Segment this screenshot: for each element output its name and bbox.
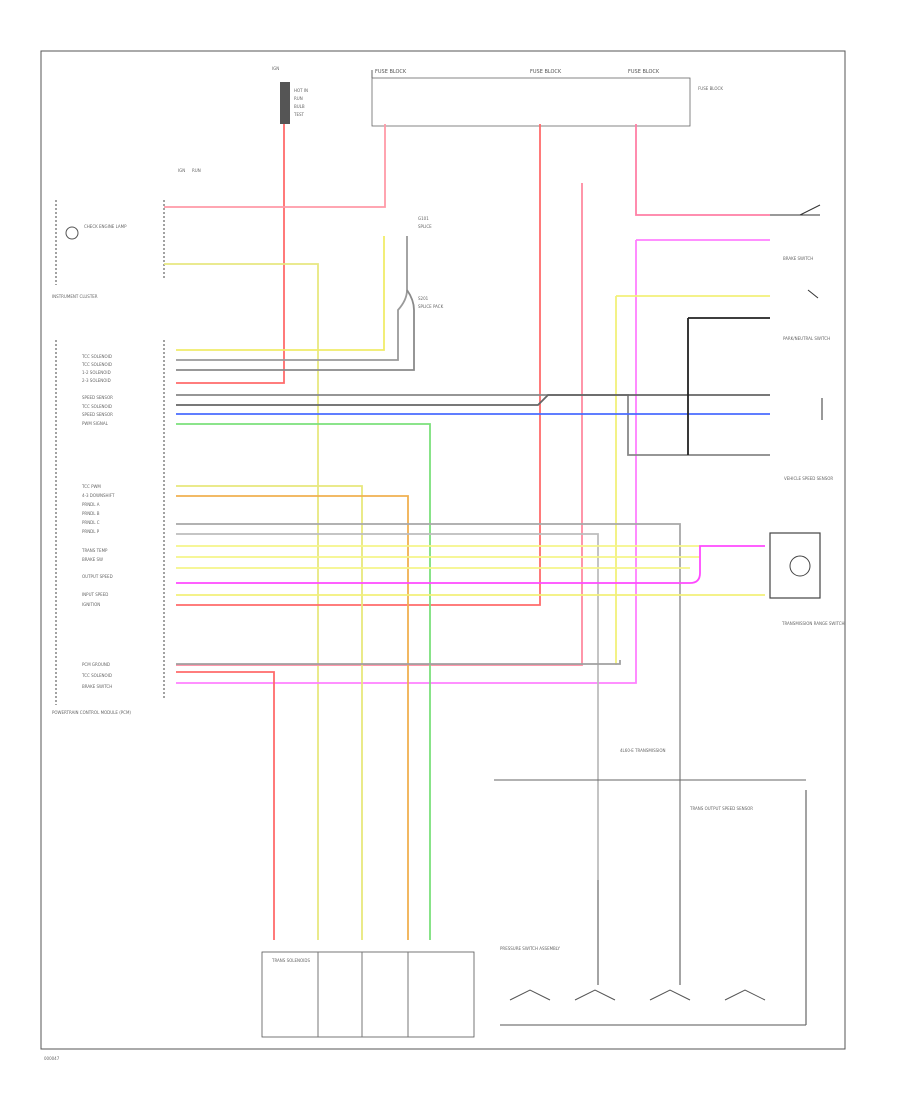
fuse-label-3: FUSE BLOCK	[628, 69, 660, 75]
wire-grey-trunk-2	[176, 289, 415, 371]
wire-grey-h2	[176, 394, 770, 406]
pressure-switch-assembly: PRESSURE SWITCH ASSEMBLY	[500, 790, 807, 1026]
pin-label: PCM GROUND	[82, 662, 110, 667]
wire-grey-bottom	[176, 660, 621, 665]
svg-text:TEST: TEST	[293, 112, 305, 117]
solenoid-label: TRANS SOLENOIDS	[271, 958, 310, 963]
pin-label: TCC SOLENOID	[81, 673, 112, 678]
pin-label: 1-2 SOLENOID	[82, 370, 111, 375]
trans-range-label: TRANSMISSION RANGE SWITCH	[781, 621, 845, 626]
fuse-block-label: FUSE BLOCK	[698, 86, 723, 91]
vss-label: VEHICLE SPEED SENSOR	[784, 476, 833, 481]
instrument-cluster: CHECK ENGINE LAMP INSTRUMENT CLUSTER IGN…	[52, 168, 201, 299]
pin-label: OUTPUT SPEED	[82, 574, 113, 579]
pressure-switch-label: PRESSURE SWITCH ASSEMBLY	[500, 946, 560, 951]
svg-text:SPLICE PACK: SPLICE PACK	[418, 304, 444, 309]
svg-text:HOT IN: HOT IN	[294, 88, 308, 93]
trans-solenoids: TRANS SOLENOIDS	[261, 951, 475, 1038]
wire-pink-cluster	[164, 124, 386, 208]
pin-label: 2-3 SOLENOID	[82, 378, 111, 383]
park-neutral-switch: PARK/NEUTRAL SWITCH	[783, 289, 830, 341]
wire-yellow-splice	[176, 236, 385, 351]
park-neutral-label: PARK/NEUTRAL SWITCH	[783, 336, 830, 341]
output-sensor-label: TRANS OUTPUT SPEED SENSOR	[689, 806, 753, 811]
pcm-pins-top: TCC SOLENOID TCC SOLENOID 1-2 SOLENOID 2…	[81, 354, 113, 426]
transmission-label: 4L60-E TRANSMISSION TRANS OUTPUT SPEED S…	[494, 748, 806, 811]
pin-label: PRNDL A	[82, 502, 100, 507]
pin-label: TCC SOLENOID	[81, 362, 112, 367]
wire-black-right	[687, 317, 770, 455]
wire-orange	[176, 495, 409, 940]
pin-label: SPEED SENSOR	[82, 395, 113, 400]
pin-label: SPEED SENSOR	[82, 412, 113, 417]
svg-text:SPLICE: SPLICE	[418, 224, 432, 229]
pin-label: INPUT SPEED	[82, 592, 108, 597]
pcm-pins-mid: TCC PWM 4-3 DOWNSHIFT PRNDL A PRNDL B PR…	[81, 484, 115, 607]
svg-text:G101: G101	[418, 216, 429, 221]
svg-text:IGN: IGN	[272, 66, 279, 71]
pin-label: TRANS TEMP	[81, 548, 108, 553]
pin-label: TCC SOLENOID	[81, 354, 112, 359]
splice-label: G101 SPLICE S201 SPLICE PACK	[418, 216, 444, 309]
wire-pink-right	[635, 124, 770, 216]
pin-label: 4-3 DOWNSHIFT	[82, 493, 115, 498]
wire-grey-h1	[176, 394, 770, 456]
trans-range-switch: VEHICLE SPEED SENSOR	[784, 398, 833, 481]
pin-label: PWM SIGNAL	[82, 421, 109, 426]
pin-label: PRNDL P	[82, 529, 100, 534]
svg-text:IGN: IGN	[178, 168, 185, 173]
check-engine-label: CHECK ENGINE LAMP	[84, 224, 127, 229]
wire-grey-mid2	[176, 533, 599, 880]
wire-grey-mid1	[176, 523, 681, 860]
instrument-cluster-label: INSTRUMENT CLUSTER	[52, 294, 98, 299]
brake-switch: BRAKE SWITCH	[770, 204, 821, 261]
pcm-pins-bottom: PCM GROUND TCC SOLENOID BRAKE SWITCH	[81, 662, 112, 689]
wire-pink-top	[176, 183, 583, 666]
figure-id: 000047	[44, 1056, 60, 1061]
wire-green	[176, 423, 431, 940]
wire-red-bottom	[176, 671, 275, 940]
wire-magenta-mid	[176, 545, 765, 584]
brake-switch-label: BRAKE SWITCH	[783, 256, 813, 261]
wire-red-ign	[176, 124, 285, 384]
wire-red-fuse2	[176, 124, 541, 606]
output-speed-sensor: TRANSMISSION RANGE SWITCH	[769, 532, 845, 626]
pin-label: IGNITION	[82, 602, 100, 607]
svg-text:BULB: BULB	[294, 104, 305, 109]
ignition-connector: IGN HOT IN RUN BULB TEST	[272, 66, 308, 124]
pin-label: PRNDL C	[82, 520, 100, 525]
svg-text:S201: S201	[418, 296, 429, 301]
wire-yellow-cluster	[164, 263, 319, 940]
trans-label: 4L60-E TRANSMISSION	[620, 748, 665, 753]
pin-label: BRAKE SWITCH	[82, 684, 112, 689]
svg-text:RUN: RUN	[294, 96, 303, 101]
svg-text:RUN: RUN	[192, 168, 201, 173]
wire-yellow-mid1	[176, 485, 363, 940]
wire-yellow-brake	[615, 295, 770, 665]
fuse-label-1: FUSE BLOCK	[375, 69, 407, 75]
pin-label: TCC PWM	[81, 484, 101, 489]
diagram-frame	[40, 50, 846, 1050]
pin-label: TCC SOLENOID	[81, 404, 112, 409]
top-fuse-block: FUSE BLOCK FUSE BLOCK FUSE BLOCK FUSE BL…	[371, 69, 723, 127]
pcm-module: POWERTRAIN CONTROL MODULE (PCM)	[52, 340, 165, 715]
pin-label: BRAKE SW	[82, 557, 103, 562]
pcm-label: POWERTRAIN CONTROL MODULE (PCM)	[52, 710, 131, 715]
wire-magenta-right	[176, 239, 770, 684]
wire-grey-trunk	[176, 236, 408, 361]
pin-label: PRNDL B	[82, 511, 100, 516]
fuse-label-2: FUSE BLOCK	[530, 69, 562, 75]
